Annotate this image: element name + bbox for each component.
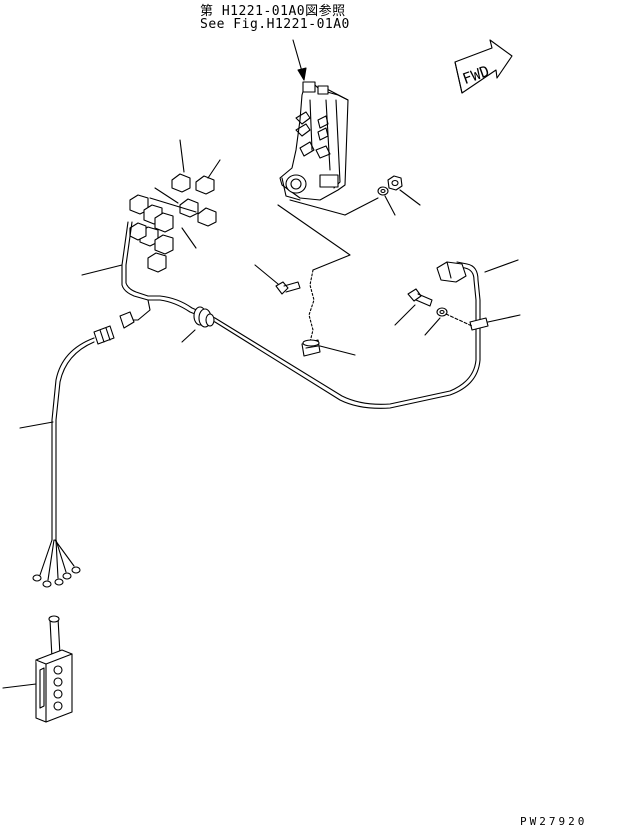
right-bolt <box>407 288 433 307</box>
fwd-arrow-icon: FWD <box>454 39 513 94</box>
grommet <box>193 306 215 328</box>
plug-cap <box>301 339 321 357</box>
leader-plug-cap <box>319 345 356 356</box>
relay-connector <box>436 261 467 283</box>
leader-grommet <box>181 329 196 343</box>
group-line-washer <box>344 197 379 216</box>
leader-bolt <box>254 264 279 285</box>
group-line-bracket <box>277 204 351 271</box>
branch-connector <box>93 299 151 345</box>
connector-leaders <box>149 139 221 249</box>
mounting-bracket <box>279 81 349 201</box>
wire-terminals <box>32 566 81 588</box>
reference-note-en: See Fig.H1221-01A0 <box>200 17 350 32</box>
pendant-cable <box>39 337 95 581</box>
leader-harness <box>81 264 123 276</box>
harness-clamp <box>469 317 489 331</box>
leader-right-bolt <box>394 304 416 326</box>
reference-note-jp: 第 H1221-01A0図参照 <box>200 4 346 19</box>
leader-clamp <box>487 314 521 323</box>
leader-pendant-cable <box>19 421 54 429</box>
drawing-code: PW27920 <box>520 815 588 828</box>
pendant-switch <box>35 615 73 723</box>
retaining-chain <box>308 269 315 343</box>
nut <box>387 175 403 191</box>
leader-pendant-switch <box>2 683 37 689</box>
leader-nut <box>399 189 421 206</box>
leader-right-washer <box>424 317 441 336</box>
reference-arrow <box>292 39 307 81</box>
washer <box>377 186 389 196</box>
wire-harness <box>121 221 481 409</box>
leader-washer <box>384 195 396 216</box>
right-washer <box>436 307 448 317</box>
connector-cluster <box>129 173 217 273</box>
leader-relay <box>484 259 519 273</box>
bolt <box>275 281 301 295</box>
